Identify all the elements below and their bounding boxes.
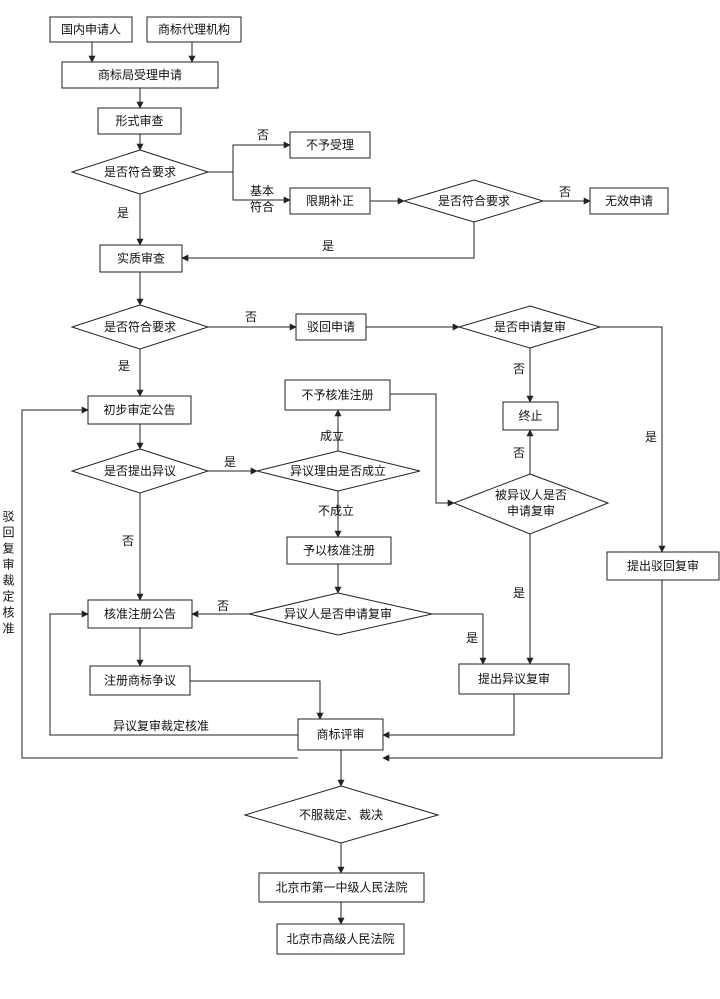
opposition-filed-q-text: 是否提出异议	[104, 463, 176, 478]
meets-req-1-text: 是否符合要求	[104, 164, 176, 179]
rejection-review-text: 提出驳回复审	[627, 558, 699, 573]
arrow-check1-to-correction	[232, 172, 291, 204]
preliminary-notice-text: 初步审定公告	[103, 402, 175, 417]
box-approval-notice	[87, 599, 193, 629]
request-review-q-text: 是否申请复审	[494, 319, 566, 334]
arrow-review-q-to-rejection-review	[600, 326, 666, 553]
box-invalid-application	[589, 187, 669, 215]
reject-application-text: 驳回申请	[307, 320, 355, 334]
box-office-accepts	[61, 61, 219, 89]
arrow-board-to-approval-loop	[49, 610, 298, 736]
diamond-request-review	[457, 305, 602, 349]
box-domestic-applicant	[49, 16, 133, 43]
office-accepts-text: 商标局受理申请	[98, 67, 182, 82]
trademark-agency-text: 商标代理机构	[158, 22, 230, 37]
label-no-terminate: 否	[513, 362, 525, 376]
meets-req-2-text: 是否符合要求	[438, 193, 510, 208]
diamond-opponent-review	[248, 592, 433, 636]
diamond-meets-req-3	[70, 304, 210, 350]
label-basic-line2: 符合	[250, 199, 274, 214]
label-no-reject: 否	[245, 310, 257, 324]
label-no-opponent: 否	[217, 599, 229, 613]
decision-diamonds: 是否符合要求 是否符合要求 是否符合要求 是否申请复审 是否提出异议 异议理由是…	[70, 149, 610, 844]
box-trademark-board	[297, 718, 384, 751]
label-established: 成立	[320, 428, 344, 443]
deny-registration-text: 不予核准注册	[301, 387, 373, 402]
box-not-accepted	[289, 131, 371, 159]
opposition-valid-q-text: 异议理由是否成立	[290, 463, 386, 478]
label-yes-opponent: 是	[466, 631, 478, 645]
box-beijing-high-court	[276, 923, 405, 955]
box-deny-registration	[284, 379, 391, 411]
label-review-upheld: 异议复审裁定核准	[113, 718, 209, 733]
opposition-review-text: 提出异议复审	[478, 671, 550, 686]
label-yes-check3: 是	[118, 359, 130, 373]
box-opposition-review	[458, 663, 570, 695]
box-rejection-review	[606, 551, 720, 581]
arrow-opposition-review-to-board	[382, 694, 515, 739]
grant-registration-text: 予以核准注册	[303, 543, 375, 558]
arrow-opponent-q-to-opposition-review	[432, 613, 487, 665]
diamond-opposition-valid	[256, 450, 421, 492]
arrow-check2-to-substantive	[181, 222, 475, 262]
box-terminate	[502, 401, 559, 431]
formal-exam-text: 形式审查	[115, 113, 163, 128]
dispute-text: 注册商标争议	[104, 673, 176, 688]
edge-labels: 否 基本 符合 是 否 是 否 是 否 是 成立 是 否 不成立 否 是 否 是…	[1, 128, 657, 733]
arrow-deny-to-respondent-q	[390, 393, 455, 507]
meets-req-3-text: 是否符合要求	[104, 319, 176, 334]
label-yes-check1: 是	[117, 206, 129, 220]
box-beijing-intermediate-court	[258, 872, 425, 903]
diamond-respondent-review	[452, 473, 610, 535]
label-no-not-accepted: 否	[257, 128, 269, 142]
label-yes-check2: 是	[322, 239, 334, 253]
respondent-review-q-text-1: 被异议人是否	[495, 488, 567, 502]
trademark-board-text: 商标评审	[316, 727, 364, 742]
diamond-opposition-filed	[70, 448, 210, 494]
box-substantive-exam	[99, 244, 183, 273]
arrow-rejection-review-to-board	[382, 580, 663, 762]
connectors	[21, 42, 666, 925]
label-yes-opposition: 是	[224, 455, 236, 469]
arrow-check1-to-not-accepted	[208, 141, 291, 173]
process-boxes: 国内申请人 商标代理机构 商标局受理申请 形式审查 不予受理 限期补正 无效申请…	[49, 16, 720, 955]
label-basic-line1: 基本	[250, 184, 274, 198]
box-limited-correction	[289, 187, 371, 215]
beijing-intermediate-court-text: 北京市第一中级人民法院	[275, 880, 407, 895]
disagree-q-text: 不服裁定、裁决	[299, 807, 383, 822]
not-accepted-text: 不予受理	[306, 138, 354, 152]
label-yes-rejection-review: 是	[645, 430, 657, 444]
substantive-exam-text: 实质审查	[117, 251, 165, 266]
label-no-invalid: 否	[559, 185, 571, 199]
label-yes-respondent: 是	[513, 586, 525, 600]
box-trademark-agency	[146, 16, 242, 43]
respondent-review-q-text-2: 申请复审	[507, 503, 555, 518]
terminate-text: 终止	[518, 408, 542, 423]
opponent-review-q-text: 异议人是否申请复审	[284, 606, 392, 621]
label-side-vertical: 驳回复审裁定核准	[1, 510, 15, 638]
arrow-board-to-preliminary-loop	[21, 406, 298, 759]
box-formal-exam	[97, 107, 182, 135]
limited-correction-text: 限期补正	[306, 194, 354, 208]
arrow-dispute-to-board	[190, 680, 324, 720]
invalid-application-text: 无效申请	[605, 193, 653, 208]
label-no-respondent: 否	[513, 446, 525, 460]
diamond-meets-req-2	[402, 179, 545, 223]
box-reject-application	[295, 313, 367, 341]
diamond-meets-req-1	[70, 149, 210, 195]
box-grant-registration	[286, 536, 392, 565]
approval-notice-text: 核准注册公告	[104, 606, 176, 621]
label-no-opposition: 否	[122, 534, 134, 548]
label-not-established: 不成立	[318, 503, 354, 518]
diamond-disagree	[243, 785, 440, 844]
box-preliminary-notice	[87, 395, 192, 425]
domestic-applicant-text: 国内申请人	[61, 23, 121, 37]
box-dispute	[89, 665, 191, 696]
beijing-high-court-text: 北京市高级人民法院	[286, 931, 394, 946]
